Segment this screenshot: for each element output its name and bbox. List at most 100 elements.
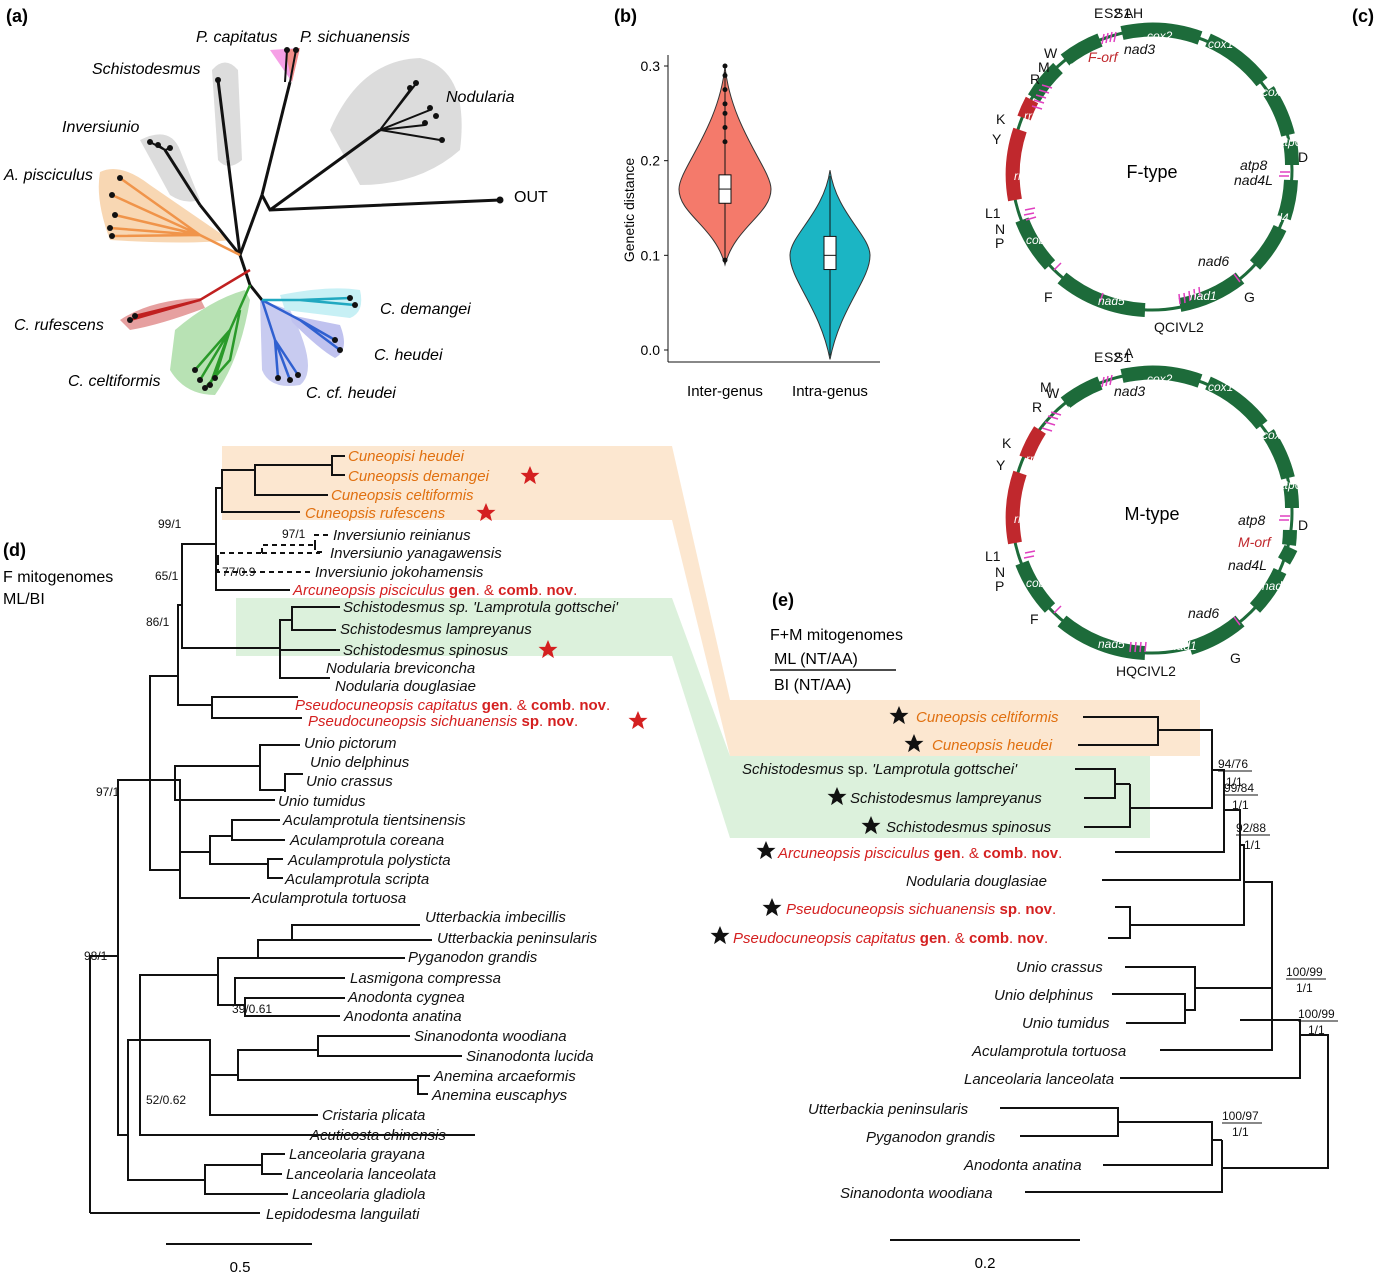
star-icon bbox=[827, 787, 847, 806]
svg-text:99/84: 99/84 bbox=[1224, 781, 1254, 795]
taxon-d-anemina-euscaphys: Anemina euscaphys bbox=[431, 1087, 568, 1104]
panel-label-a: (a) bbox=[6, 6, 28, 26]
svg-text:P: P bbox=[995, 235, 1004, 251]
clade-shade-heudei bbox=[290, 315, 344, 358]
taxon-d-lanceolaria-grayana: Lanceolaria grayana bbox=[289, 1146, 425, 1163]
scale-label-d: 0.5 bbox=[230, 1259, 251, 1276]
y-tick-label: 0.0 bbox=[641, 342, 661, 358]
svg-text:nad3: nad3 bbox=[1124, 41, 1155, 57]
f-type-title: F-type bbox=[1126, 162, 1177, 182]
svg-text:1/1: 1/1 bbox=[1232, 1125, 1249, 1139]
taxon-d-pseudocuneopsis-sichuanensis: Pseudocuneopsis sichuanensis sp. nov. bbox=[308, 713, 578, 730]
star-icon bbox=[476, 503, 496, 522]
taxon-d-aculamprotula-scripta: Aculamprotula scripta bbox=[284, 871, 429, 888]
label-c-demangei: C. demangei bbox=[380, 301, 471, 318]
clade-shade-inversiunio bbox=[140, 134, 200, 202]
svg-text:1/1: 1/1 bbox=[1308, 1023, 1325, 1037]
tree-d-title: F mitogenomes bbox=[3, 569, 113, 586]
support-65-1: 65/1 bbox=[155, 569, 179, 583]
taxon-d-nodularia-breviconcha: Nodularia breviconcha bbox=[326, 660, 475, 677]
clade-shade-rufescens bbox=[120, 298, 205, 330]
svg-text:F-orf: F-orf bbox=[1088, 49, 1120, 65]
svg-text:nad4L: nad4L bbox=[1234, 172, 1273, 188]
svg-text:K: K bbox=[1002, 435, 1012, 451]
svg-text:Y: Y bbox=[992, 131, 1002, 147]
y-tick-label: 0.3 bbox=[641, 58, 661, 74]
taxon-d-cristaria-plicata: Cristaria plicata bbox=[322, 1107, 425, 1124]
label-inversiunio: Inversiunio bbox=[62, 119, 139, 136]
svg-text:94/76: 94/76 bbox=[1218, 757, 1248, 771]
taxon-e-pseudocuneopsis-capitatus: Pseudocuneopsis capitatus gen. & comb. n… bbox=[733, 930, 1048, 947]
svg-text:K: K bbox=[996, 111, 1006, 127]
f-gene-cox2: cox2 bbox=[1147, 29, 1173, 43]
taxon-d-inversiunio-yanagawensis: Inversiunio yanagawensis bbox=[330, 545, 502, 562]
panel-d-tree: F mitogenomes ML/BI bbox=[3, 448, 648, 1276]
taxon-d-anemina-arcaeformis: Anemina arcaeformis bbox=[433, 1068, 576, 1085]
support-86-1: 86/1 bbox=[146, 615, 170, 629]
outlier-point bbox=[722, 72, 728, 78]
tree-d-method: ML/BI bbox=[3, 591, 45, 608]
svg-text:100/99: 100/99 bbox=[1286, 965, 1323, 979]
support-77-0.9: 77/0.9 bbox=[222, 565, 256, 579]
taxon-d-lanceolaria-gladiola: Lanceolaria gladiola bbox=[292, 1186, 425, 1203]
panel-e-tree: F+M mitogenomes ML (NT/AA) BI (NT/AA) 94… bbox=[710, 627, 1338, 1272]
taxon-d-unio-crassus: Unio crassus bbox=[306, 773, 393, 790]
taxon-e-utterbackia-peninsularis: Utterbackia peninsularis bbox=[808, 1101, 969, 1118]
taxon-e-unio-tumidus: Unio tumidus bbox=[1022, 1015, 1110, 1032]
clade-shade-nodularia bbox=[330, 58, 462, 185]
taxon-e-lanceolaria-lanceolata: Lanceolaria lanceolata bbox=[964, 1071, 1114, 1088]
taxon-e-cuneopsis-heudei: Cuneopsis heudei bbox=[932, 737, 1053, 754]
svg-text:1/1: 1/1 bbox=[1296, 981, 1313, 995]
svg-text:atp6: atp6 bbox=[1278, 478, 1302, 492]
star-icon bbox=[756, 841, 776, 860]
svg-text:1/1: 1/1 bbox=[1244, 838, 1261, 852]
f-type-ring: cox2 cox1 cox3 atp6 nad4 nad1 nad5 cob r… bbox=[985, 5, 1308, 335]
svg-text:nad6: nad6 bbox=[1198, 253, 1229, 269]
taxon-d-cuneopsis-demangei: Cuneopsis demangei bbox=[348, 468, 490, 485]
panel-b-violin-chart: Genetic distance 0.00.10.20.3 Inter-genu… bbox=[621, 55, 880, 400]
clade-shade-demangei bbox=[280, 288, 362, 318]
svg-text:cox1: cox1 bbox=[1208, 380, 1233, 394]
taxon-e-arcuneopsis-pisciculus: Arcuneopsis pisciculus gen. & comb. nov. bbox=[777, 845, 1062, 862]
taxon-d-schistodesmus-spinosus: Schistodesmus spinosus bbox=[343, 642, 509, 659]
svg-text:rrnL: rrnL bbox=[1014, 512, 1035, 526]
svg-text:nad4L: nad4L bbox=[1228, 557, 1267, 573]
svg-text:D: D bbox=[1298, 149, 1308, 165]
star-icon bbox=[889, 706, 909, 725]
label-nodularia: Nodularia bbox=[446, 89, 515, 106]
taxon-d-pyganodon-grandis: Pyganodon grandis bbox=[408, 949, 538, 966]
schistodesmus-band bbox=[236, 598, 1150, 838]
svg-text:M: M bbox=[1040, 379, 1052, 395]
taxon-d-nodularia-douglasiae: Nodularia douglasiae bbox=[335, 678, 476, 695]
svg-text:nad1: nad1 bbox=[1170, 639, 1197, 653]
panel-label-c: (c) bbox=[1352, 6, 1374, 26]
svg-text:atp8: atp8 bbox=[1240, 157, 1267, 173]
svg-text:cox2: cox2 bbox=[1147, 372, 1173, 386]
label-c-celtiformis: C. celtiformis bbox=[68, 373, 160, 390]
f-gene-rrns: rrnS bbox=[1024, 109, 1047, 123]
taxon-e-schistodesmus-lampreyanus: Schistodesmus lampreyanus bbox=[850, 790, 1042, 807]
y-axis-label: Genetic distance bbox=[621, 158, 637, 262]
taxon-d-aculamprotula-coreana: Aculamprotula coreana bbox=[289, 832, 444, 849]
panel-label-d: (d) bbox=[3, 540, 26, 560]
outlier-point bbox=[722, 125, 728, 131]
taxon-e-anodonta-anatina: Anodonta anatina bbox=[963, 1157, 1082, 1174]
taxon-d-schistodesmus-sp: Schistodesmus sp. 'Lamprotula gottschei' bbox=[343, 599, 619, 616]
support-52-0.62: 52/0.62 bbox=[146, 1093, 186, 1107]
label-c-rufescens: C. rufescens bbox=[14, 317, 104, 334]
svg-text:S2: S2 bbox=[1104, 5, 1121, 21]
support-39-0.61: 39/0.61 bbox=[232, 1002, 272, 1016]
scale-label-e: 0.2 bbox=[975, 1255, 996, 1272]
svg-text:1/1: 1/1 bbox=[1232, 798, 1249, 812]
taxon-d-aculamprotula-tientsinensis: Aculamprotula tientsinensis bbox=[282, 812, 466, 829]
taxon-d-pseudocuneopsis-capitatus: Pseudocuneopsis capitatus gen. & comb. n… bbox=[295, 697, 610, 714]
svg-text:A: A bbox=[1124, 5, 1134, 21]
m-type-ring: cox2 cox1 cox3 atp6 nad4 nad1 nad5 cob r… bbox=[985, 345, 1308, 679]
x-tick-inter-genus: Inter-genus bbox=[687, 383, 763, 400]
taxon-d-anodonta-anatina: Anodonta anatina bbox=[343, 1008, 462, 1025]
svg-text:S1: S1 bbox=[1114, 5, 1131, 21]
panel-c-mitogenome-maps: cox2 cox1 cox3 atp6 nad4 nad1 nad5 cob r… bbox=[985, 5, 1308, 679]
star-icon bbox=[538, 640, 558, 659]
outlier-point bbox=[722, 101, 728, 107]
taxon-d-arcuneopsis-pisciculus: Arcuneopsis pisciculus gen. & comb. nov. bbox=[292, 582, 577, 599]
